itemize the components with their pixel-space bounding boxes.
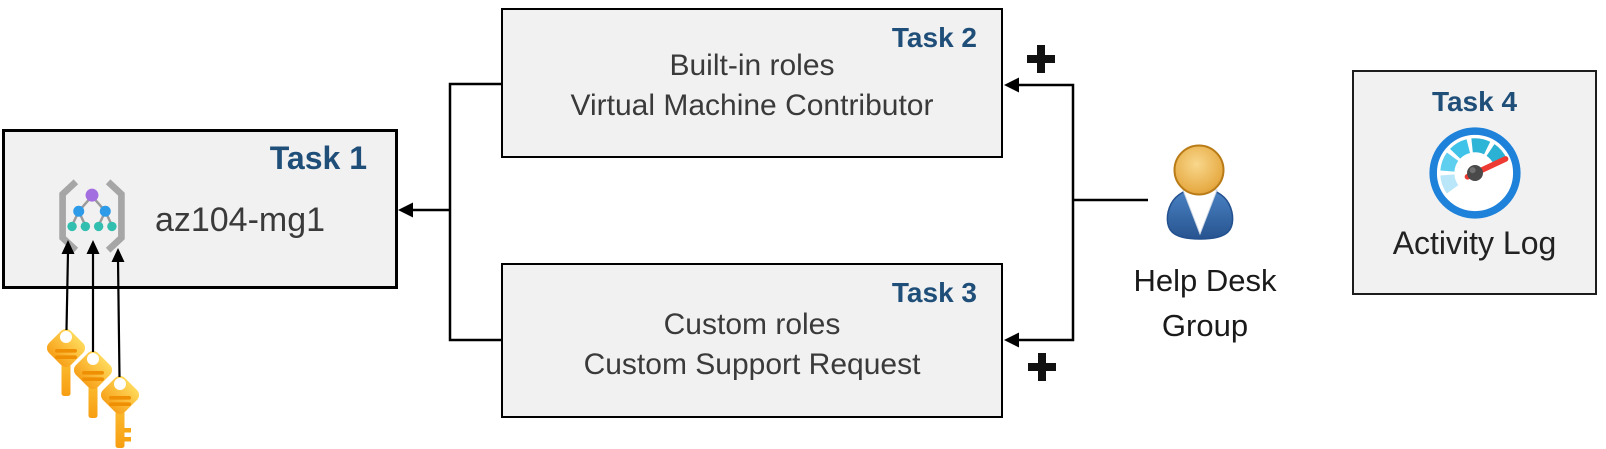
task2-title: Task 2 [891, 22, 977, 53]
task3-line1: Custom roles [663, 308, 841, 341]
task3-line2: Custom Support Request [583, 348, 921, 381]
task4-title: Task 4 [1431, 86, 1518, 117]
task2-line2: Virtual Machine Contributor [570, 89, 934, 122]
task3-title: Task 3 [891, 277, 977, 308]
key-1 [46, 328, 86, 396]
task2-box: Task 2 Built-in roles Virtual Machine Co… [501, 8, 1003, 158]
arrow-into-task3 [1004, 332, 1019, 348]
plus-icon [1028, 353, 1056, 381]
task1-box: Task 1 az104-mg1 [2, 129, 398, 289]
activity-log-gauge-icon [1428, 126, 1522, 220]
three-keys-icon [28, 312, 160, 449]
plus-icon [1027, 45, 1055, 73]
arrow-into-task1 [398, 202, 413, 218]
actor-label: Help Desk Group [1133, 263, 1277, 343]
arrow-into-task2 [1004, 77, 1019, 93]
task4-label: Activity Log [1392, 225, 1557, 261]
task4-box: Task 4 Activity Log [1352, 70, 1597, 295]
key-3 [100, 375, 140, 448]
task1-title: Task 1 [269, 140, 367, 176]
bracket-to-task1 [408, 82, 501, 342]
key-2 [73, 350, 113, 418]
person-icon [1154, 143, 1246, 245]
task1-label: az104-mg1 [154, 201, 326, 239]
task3-box: Task 3 Custom roles Custom Support Reque… [501, 263, 1003, 418]
task2-line1: Built-in roles [669, 49, 835, 82]
